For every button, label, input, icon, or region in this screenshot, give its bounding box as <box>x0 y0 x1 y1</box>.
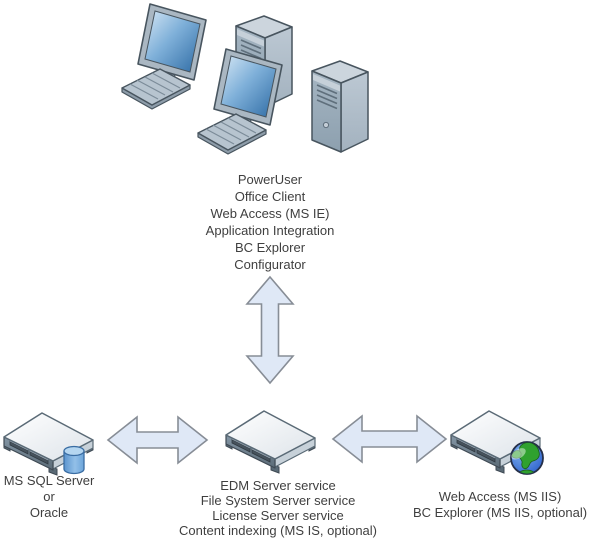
label-line: Oracle <box>29 505 69 520</box>
label-line: PowerUser <box>237 172 303 187</box>
label-line: File System Server service <box>200 493 356 508</box>
vertical-double-arrow-icon <box>245 275 295 385</box>
web-server-labels: Web Access (MS IIS) BC Explorer (MS IIS,… <box>413 489 587 521</box>
label-line: MS SQL Server <box>3 473 95 488</box>
globe-icon <box>509 442 543 474</box>
label-line: Web Access (MS IIS) <box>438 489 562 504</box>
client-labels: PowerUser Office Client Web Access (MS I… <box>206 171 335 273</box>
label-line: Office Client <box>234 189 306 204</box>
database-cylinder-icon <box>63 445 85 475</box>
database-server-labels: MS SQL Server or Oracle <box>4 473 95 521</box>
label-line: or <box>43 489 55 504</box>
label-line: Configurator <box>234 257 306 272</box>
horizontal-double-arrow-icon <box>106 415 209 465</box>
label-line: EDM Server service <box>220 478 336 493</box>
label-line: License Server service <box>212 508 344 523</box>
label-line: BC Explorer (MS IIS, optional) <box>412 505 588 520</box>
label-line: BC Explorer <box>234 240 306 255</box>
label-line: Application Integration <box>205 223 335 238</box>
label-line: Content indexing (MS IS, optional) <box>179 523 377 538</box>
horizontal-double-arrow-icon <box>331 414 448 464</box>
label-line: Web Access (MS IE) <box>210 206 330 221</box>
rack-server-icon <box>225 410 316 474</box>
edm-server-labels: EDM Server service File System Server se… <box>179 478 377 538</box>
